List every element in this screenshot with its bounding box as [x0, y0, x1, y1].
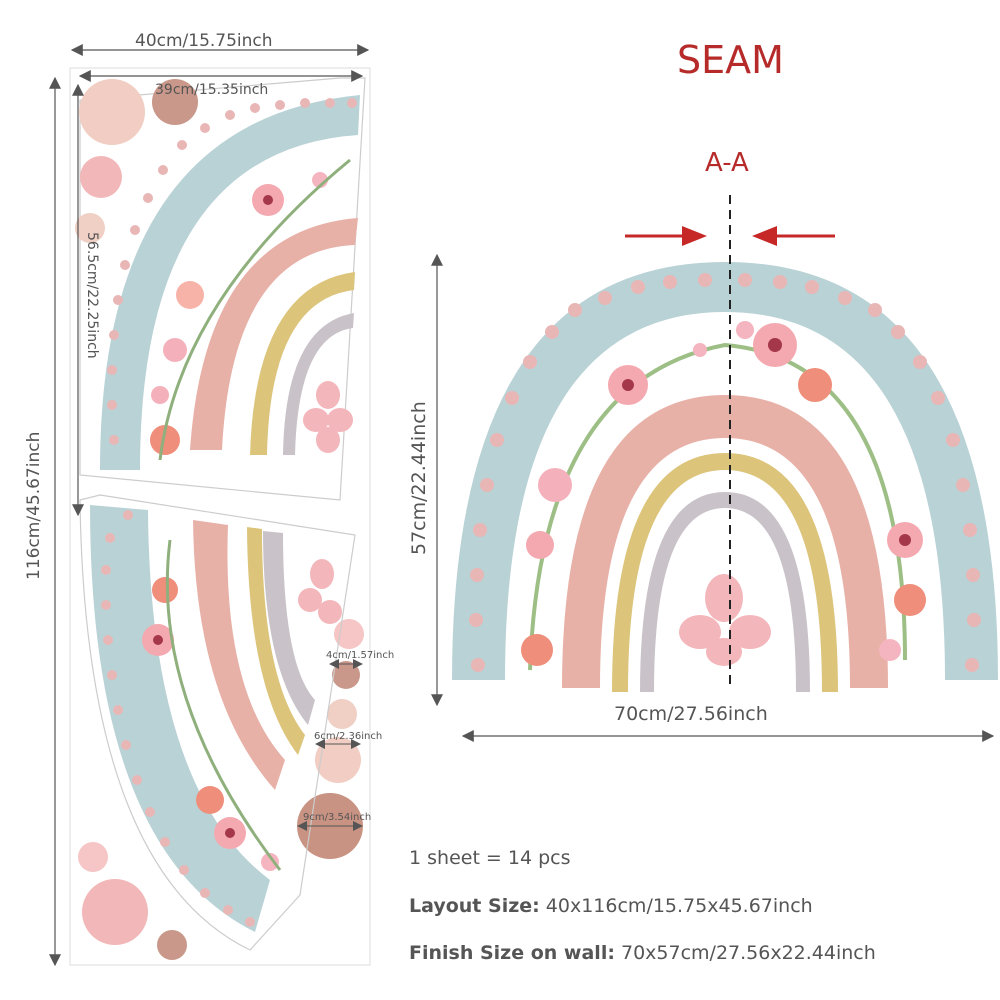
layout-size-value: 40x116cm/15.75x45.67inch	[545, 895, 813, 917]
top-blue-band	[100, 95, 360, 470]
finish-height-label: 57cm/22.44inch	[408, 401, 430, 555]
bottom-piece-outline	[79, 494, 356, 951]
bottom-pink-flower	[298, 559, 342, 624]
finish-pink-band	[562, 395, 888, 688]
finished-rainbow	[452, 262, 998, 692]
top-rainbow-piece	[100, 95, 360, 470]
layout-size-row: Layout Size: 40x116cm/15.75x45.67inch	[409, 895, 813, 917]
bottom-pink-band	[193, 520, 285, 790]
finish-band-dots	[469, 273, 981, 672]
top-yellow-band	[250, 272, 355, 455]
finish-size-value: 70x57cm/27.56x22.44inch	[620, 942, 876, 964]
dot-large-size-label: 9cm/3.54inch	[303, 812, 372, 823]
finish-size-row: Finish Size on wall: 70x57cm/27.56x22.44…	[409, 942, 876, 964]
top-pink-band	[190, 218, 358, 450]
layout-inner-width-label: 39cm/15.35inch	[155, 82, 269, 98]
section-label: A-A	[705, 148, 749, 178]
finish-garland	[521, 321, 926, 671]
top-garland	[150, 158, 351, 461]
bottom-band-dots	[101, 510, 255, 927]
piece-height-label: 56.5cm/22.25inch	[84, 232, 100, 359]
seam-right-arrow	[752, 226, 835, 246]
finish-size-label: Finish Size on wall:	[409, 942, 615, 964]
finish-width-label: 70cm/27.56inch	[614, 703, 768, 725]
sheet-count: 1 sheet = 14 pcs	[409, 847, 571, 869]
seam-left-arrow	[625, 226, 707, 246]
top-band-dots	[107, 98, 357, 445]
dot-small-size-label: 4cm/1.57inch	[326, 650, 395, 661]
finish-pink-flower	[679, 574, 771, 666]
bottom-rainbow-piece	[90, 505, 342, 932]
layout-width-label: 40cm/15.75inch	[135, 31, 273, 51]
seam-title: SEAM	[677, 38, 784, 82]
bottom-garland	[142, 539, 282, 871]
layout-size-label: Layout Size:	[409, 895, 540, 917]
total-height-label: 116cm/45.67inch	[24, 431, 44, 580]
bottom-grey-band	[263, 531, 315, 725]
top-pink-flower	[303, 381, 353, 453]
top-grey-band	[283, 313, 354, 455]
bottom-blue-band	[90, 505, 270, 932]
dot-medium-size-label: 6cm/2.36inch	[314, 731, 383, 742]
bottom-yellow-band	[247, 527, 305, 755]
